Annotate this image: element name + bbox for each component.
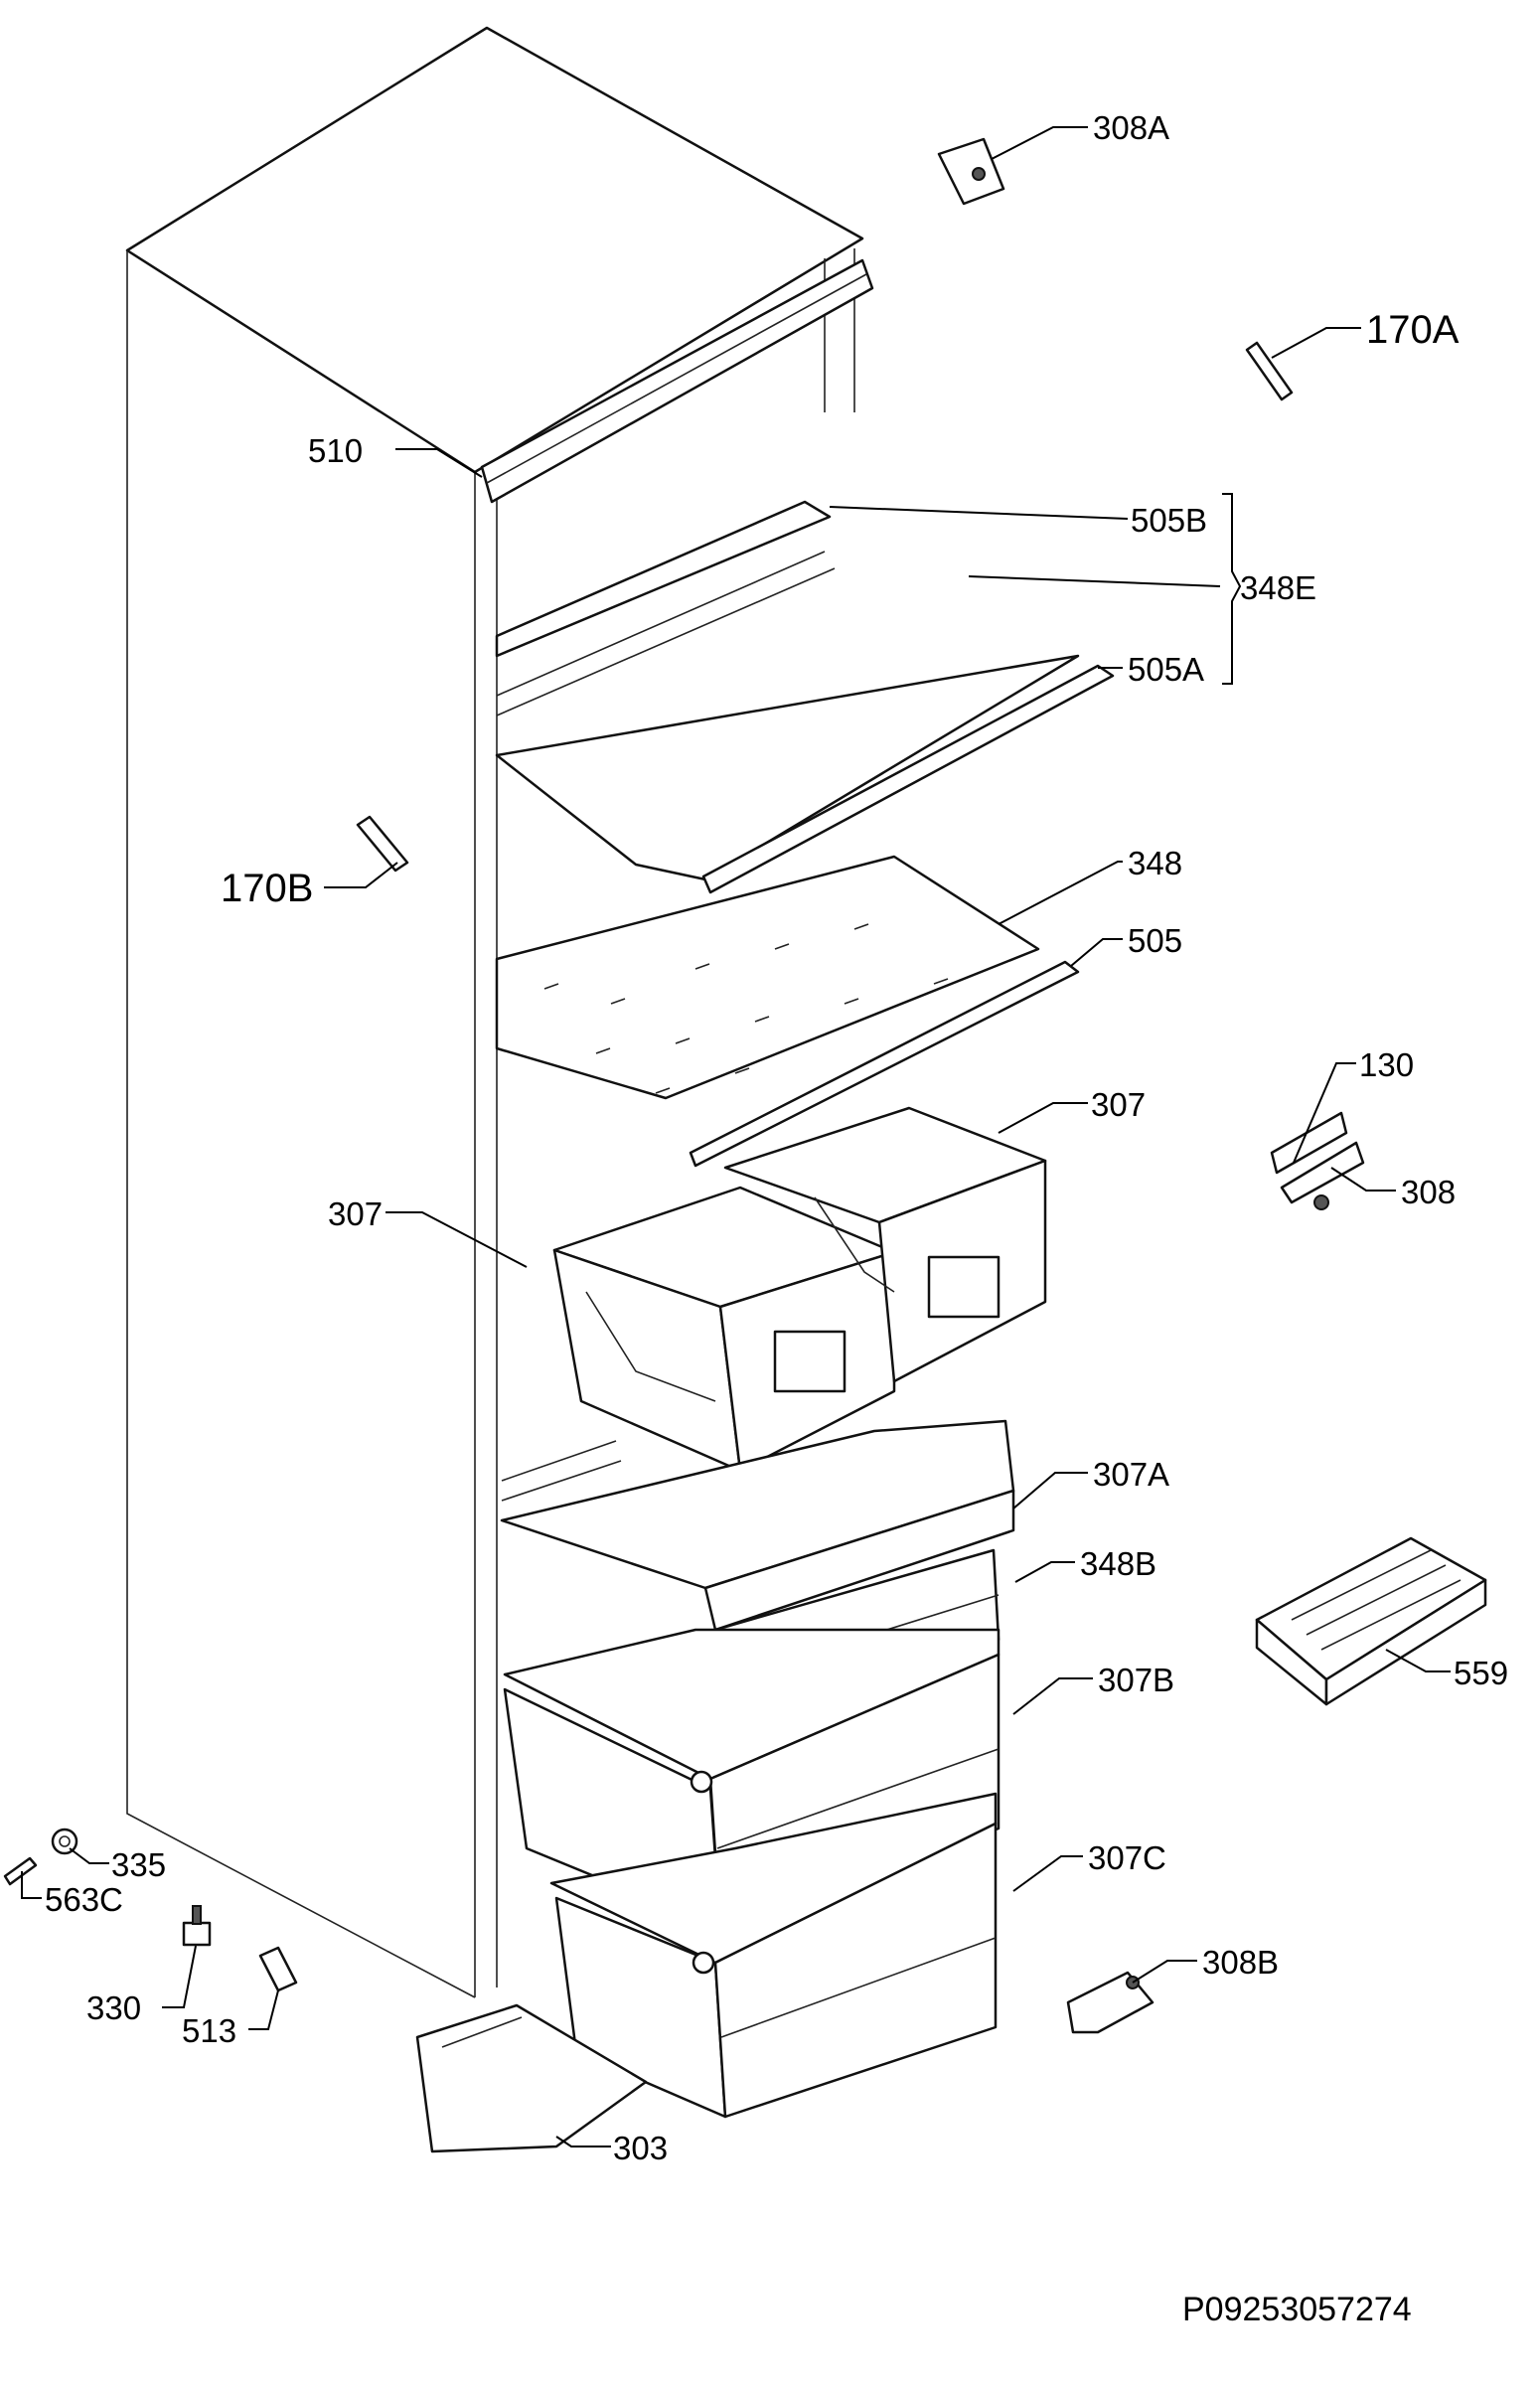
part-510-top-trim xyxy=(480,258,874,504)
part-348-glass-shelf xyxy=(495,855,1080,1168)
label-130: 130 xyxy=(1359,1046,1414,1083)
drawer-307-left-handle xyxy=(773,1330,847,1393)
label-307A: 307A xyxy=(1093,1456,1169,1493)
part-308B-hinge xyxy=(1066,1971,1155,2034)
part-330-foot xyxy=(182,1905,212,1947)
leader-lines xyxy=(21,126,1451,2147)
label-505A: 505A xyxy=(1128,651,1204,688)
part-563C-pin xyxy=(3,1856,38,1886)
shelf-dots xyxy=(543,923,949,1094)
part-303-plinth xyxy=(415,2003,648,2153)
pin-563C xyxy=(3,1856,38,1886)
drawer-307C-corner xyxy=(692,1951,715,1975)
label-307B: 307B xyxy=(1098,1662,1174,1698)
drawer-307C-top xyxy=(549,1792,998,1965)
part-307C-drawer xyxy=(549,1792,998,2119)
drawer-307B-top xyxy=(503,1628,1001,1781)
label-505: 505 xyxy=(1128,922,1182,959)
drawer-307C-front xyxy=(713,1822,998,2119)
label-307-right: 307 xyxy=(1091,1086,1146,1123)
label-335: 335 xyxy=(111,1846,166,1883)
rail-505 xyxy=(689,960,1080,1168)
label-170A: 170A xyxy=(1366,308,1460,352)
lid-307A-front xyxy=(703,1489,1015,1632)
hinge-308A xyxy=(937,137,1005,206)
tray-559-front xyxy=(1324,1578,1487,1706)
label-307C: 307C xyxy=(1088,1839,1166,1876)
part-170B-pin xyxy=(356,815,409,873)
part-labels: 308A 170A 510 505B 348E 505A 170B 348 50… xyxy=(45,109,1508,2166)
label-348E: 348E xyxy=(1240,569,1316,606)
rail-505B xyxy=(495,500,832,658)
pin-170A xyxy=(1245,341,1294,401)
part-170A-pin xyxy=(1245,341,1294,401)
drawer-307-right-handle xyxy=(927,1255,1001,1319)
document-code: P09253057274 xyxy=(1182,2291,1412,2328)
part-559-tray xyxy=(1255,1536,1487,1706)
rail-505A xyxy=(701,664,1115,894)
part-307-left-drawer xyxy=(552,1186,896,1473)
hinge-308 xyxy=(1280,1141,1365,1204)
part-335-bushing xyxy=(51,1828,78,1855)
label-307-left: 307 xyxy=(328,1195,383,1232)
pin-170B xyxy=(356,815,409,873)
part-348E-glass-shelf xyxy=(495,500,1115,894)
clip-513 xyxy=(258,1946,298,1992)
part-307-right-drawer xyxy=(723,1106,1047,1383)
hinge-308B xyxy=(1066,1971,1155,2034)
part-308A-hinge xyxy=(937,137,1005,206)
label-308B: 308B xyxy=(1202,1944,1279,1981)
label-513: 513 xyxy=(182,2012,236,2049)
label-303: 303 xyxy=(613,2130,668,2166)
cabinet-side-outline xyxy=(126,250,476,1998)
part-308-hinge xyxy=(1280,1141,1365,1210)
lid-307A-top xyxy=(500,1419,1015,1590)
label-348: 348 xyxy=(1128,845,1182,881)
cabinet-body xyxy=(125,26,864,1998)
label-170B: 170B xyxy=(221,867,313,910)
cabinet-top xyxy=(125,26,864,474)
label-563C: 563C xyxy=(45,1881,123,1918)
bushing-335 xyxy=(51,1828,78,1855)
glass-shelf-348 xyxy=(495,855,1040,1100)
label-510: 510 xyxy=(308,432,363,469)
label-308: 308 xyxy=(1401,1174,1456,1210)
foot-330-head xyxy=(182,1921,212,1947)
foot-330-screw xyxy=(192,1905,202,1925)
part-513-clip xyxy=(258,1946,298,1992)
label-505B: 505B xyxy=(1131,502,1207,539)
bracket-130 xyxy=(1270,1111,1348,1175)
label-559: 559 xyxy=(1454,1655,1508,1691)
label-330: 330 xyxy=(86,1989,141,2026)
label-308A: 308A xyxy=(1093,109,1169,146)
part-130-bracket xyxy=(1270,1111,1348,1175)
top-trim-shape xyxy=(480,258,874,504)
label-348B: 348B xyxy=(1080,1545,1156,1582)
plinth-303 xyxy=(415,2003,648,2153)
drawer-307B-corner xyxy=(690,1770,713,1794)
